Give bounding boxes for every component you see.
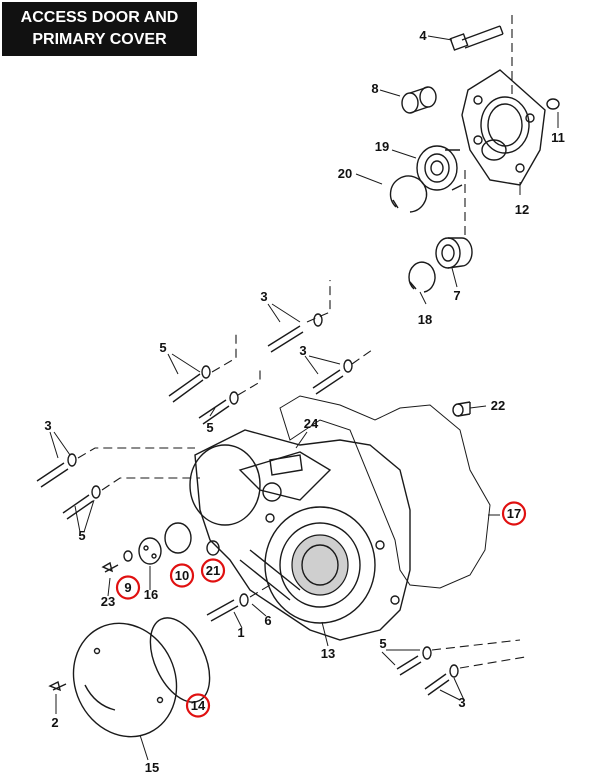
callout-c5c: 5 [78, 528, 85, 543]
highlight-circle [501, 501, 527, 526]
callout-number: 14 [191, 698, 206, 713]
housing-part-12 [461, 69, 546, 186]
spacer-part-8 [401, 86, 437, 114]
callout-c4: 4 [419, 28, 427, 43]
callout-c24: 24 [304, 416, 319, 431]
access-door-parts [48, 522, 526, 738]
callout-number: 17 [507, 506, 521, 521]
plate-part-24 [269, 454, 303, 476]
callout-c15: 15 [145, 760, 159, 775]
callout-number: 5 [206, 420, 213, 435]
callout-number: 4 [419, 28, 427, 43]
callout-number: 18 [418, 312, 432, 327]
callout-number: 5 [379, 636, 386, 651]
callout-number: 15 [145, 760, 159, 775]
callout-number: 13 [321, 646, 335, 661]
callout-c3a: 3 [260, 289, 267, 304]
callout-c16: 16 [144, 587, 158, 602]
washer-part-11 [546, 98, 560, 110]
callout-c21: 21 [200, 558, 226, 583]
spacer-part-21 [206, 540, 220, 556]
access-cover-part-15 [72, 622, 178, 738]
callout-c23: 23 [101, 594, 115, 609]
callout-number: 23 [101, 594, 115, 609]
callout-c5b: 5 [206, 420, 213, 435]
callout-number: 21 [206, 563, 220, 578]
callout-c17: 17 [501, 501, 527, 526]
callout-number: 12 [515, 202, 529, 217]
callout-number: 9 [124, 580, 131, 595]
callout-c14: 14 [185, 693, 211, 718]
callout-number: 22 [491, 398, 505, 413]
callout-number: 5 [78, 528, 85, 543]
callout-number: 3 [260, 289, 267, 304]
callout-number: 19 [375, 139, 389, 154]
callout-c8: 8 [371, 81, 378, 96]
callout-number: 24 [304, 416, 319, 431]
callout-c3b: 3 [299, 343, 306, 358]
callout-number: 6 [264, 613, 271, 628]
callout-number: 10 [175, 568, 189, 583]
washer-part-9 [123, 550, 133, 562]
bearing-part-7 [435, 237, 473, 269]
callout-number: 3 [44, 418, 51, 433]
bolt-part-1 [206, 599, 239, 622]
diagram-title: ACCESS DOOR AND PRIMARY COVER [2, 2, 197, 56]
plug-part-16 [138, 537, 162, 565]
fastener-sets [36, 280, 373, 520]
screw-part-2 [48, 680, 67, 692]
bearing-part-19 [416, 145, 463, 191]
callout-c6: 6 [264, 613, 271, 628]
gasket-part-17 [279, 395, 491, 589]
callout-c12: 12 [515, 202, 529, 217]
callout-number: 5 [159, 340, 166, 355]
callout-number: 16 [144, 587, 158, 602]
callout-number: 20 [338, 166, 352, 181]
callout-number: 3 [458, 695, 465, 710]
leader-lines [49, 35, 559, 761]
callout-c9: 9 [115, 575, 141, 600]
callout-c3d: 3 [458, 695, 465, 710]
callout-number: 1 [237, 625, 244, 640]
callout-number: 7 [453, 288, 460, 303]
callout-c10: 10 [169, 563, 195, 588]
highlight-circle [185, 693, 211, 718]
callout-c3c: 3 [44, 418, 51, 433]
callout-c20: 20 [338, 166, 352, 181]
title-line-2: PRIMARY COVER [32, 31, 167, 48]
callout-c1: 1 [237, 625, 244, 640]
o-ring-part-14 [149, 617, 211, 703]
callout-c5d: 5 [379, 636, 386, 651]
retaining-ring-part-20 [389, 175, 428, 213]
title-line-1: ACCESS DOOR AND [20, 9, 179, 26]
callout-c18: 18 [418, 312, 432, 327]
callout-c5a: 5 [159, 340, 166, 355]
callout-c22: 22 [491, 398, 505, 413]
screw-part-23 [101, 561, 119, 573]
callout-number: 8 [371, 81, 378, 96]
callout-number: 11 [551, 130, 565, 145]
callout-c11: 11 [551, 130, 565, 145]
callout-c2: 2 [51, 715, 58, 730]
bolt-part-4 [449, 25, 504, 51]
highlight-circle [169, 563, 195, 588]
dowel-part-22 [452, 401, 471, 417]
highlight-circle [200, 558, 226, 583]
callout-c13: 13 [321, 646, 335, 661]
callout-number: 2 [51, 715, 58, 730]
o-ring-part-10 [164, 522, 192, 554]
highlight-circle [115, 575, 141, 600]
retaining-ring-part-18 [408, 261, 436, 293]
washer-part-6 [239, 593, 249, 607]
callout-c7: 7 [453, 288, 460, 303]
callout-number: 3 [299, 343, 306, 358]
callout-c19: 19 [375, 139, 389, 154]
primary-cover-part-13 [189, 429, 411, 641]
bearing-housing-assembly [389, 15, 560, 293]
